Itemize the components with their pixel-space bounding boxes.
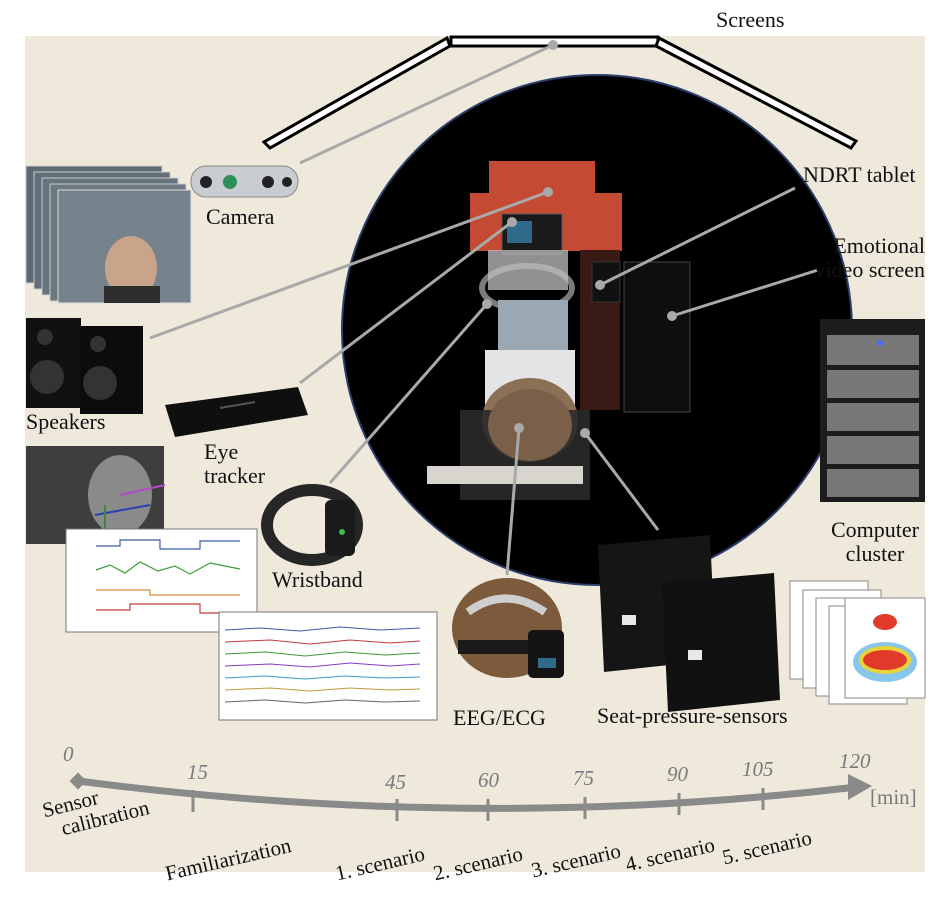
connector-video-screen — [671, 268, 819, 318]
tick-label-75: 75 — [573, 766, 594, 790]
pressure-map-stack — [789, 580, 926, 705]
signal-chart-window-2 — [218, 611, 438, 721]
connector-ndrt — [599, 186, 796, 287]
computer-cluster-image — [820, 319, 925, 502]
label-wristband: Wristband — [272, 567, 363, 592]
label-ndrt-tablet: NDRT tablet — [803, 162, 916, 187]
tick-label-60: 60 — [478, 768, 499, 792]
connector-camera-screens — [299, 43, 554, 165]
eye-tracking-image — [26, 446, 166, 544]
driving-simulator-photo — [427, 161, 691, 500]
label-computer-cluster: Computer cluster — [831, 517, 919, 566]
tick-label-105: 105 — [742, 757, 774, 781]
speakers-device — [26, 318, 143, 414]
timeline-ticks — [191, 788, 765, 821]
label-screens: Screens — [716, 7, 785, 32]
connector-seat-pressure — [583, 432, 660, 531]
tick-label-0: 0 — [63, 742, 74, 766]
tick-label-120: 120 — [839, 749, 871, 773]
video-frames-stack — [25, 165, 192, 304]
eye-tracker-device — [165, 387, 308, 437]
tick-label-90: 90 — [667, 762, 688, 786]
connector-wristband — [328, 303, 489, 484]
tick-label-45: 45 — [385, 770, 406, 794]
connector-eeg — [505, 427, 521, 576]
label-speakers: Speakers — [26, 409, 106, 434]
timeline-unit: [min] — [870, 785, 917, 809]
label-emotional-video-screen: Emotional video screen — [814, 233, 925, 282]
label-seat-pressure-sensors: Seat-pressure-sensors — [597, 703, 788, 728]
connector-speakers — [149, 190, 549, 340]
timeline — [69, 772, 872, 821]
connector-dots — [482, 40, 677, 438]
label-eye-tracker: Eye tracker — [204, 439, 266, 488]
label-eeg-ecg: EEG/ECG — [453, 705, 546, 730]
eeg-head-image — [452, 578, 564, 678]
connector-eye-tracker — [299, 220, 513, 385]
seat-pressure-mats — [598, 535, 780, 712]
connector-lines — [149, 43, 819, 576]
camera-device — [190, 165, 299, 198]
label-camera: Camera — [206, 204, 275, 229]
wristband-device — [261, 484, 363, 566]
tick-label-15: 15 — [187, 760, 208, 784]
